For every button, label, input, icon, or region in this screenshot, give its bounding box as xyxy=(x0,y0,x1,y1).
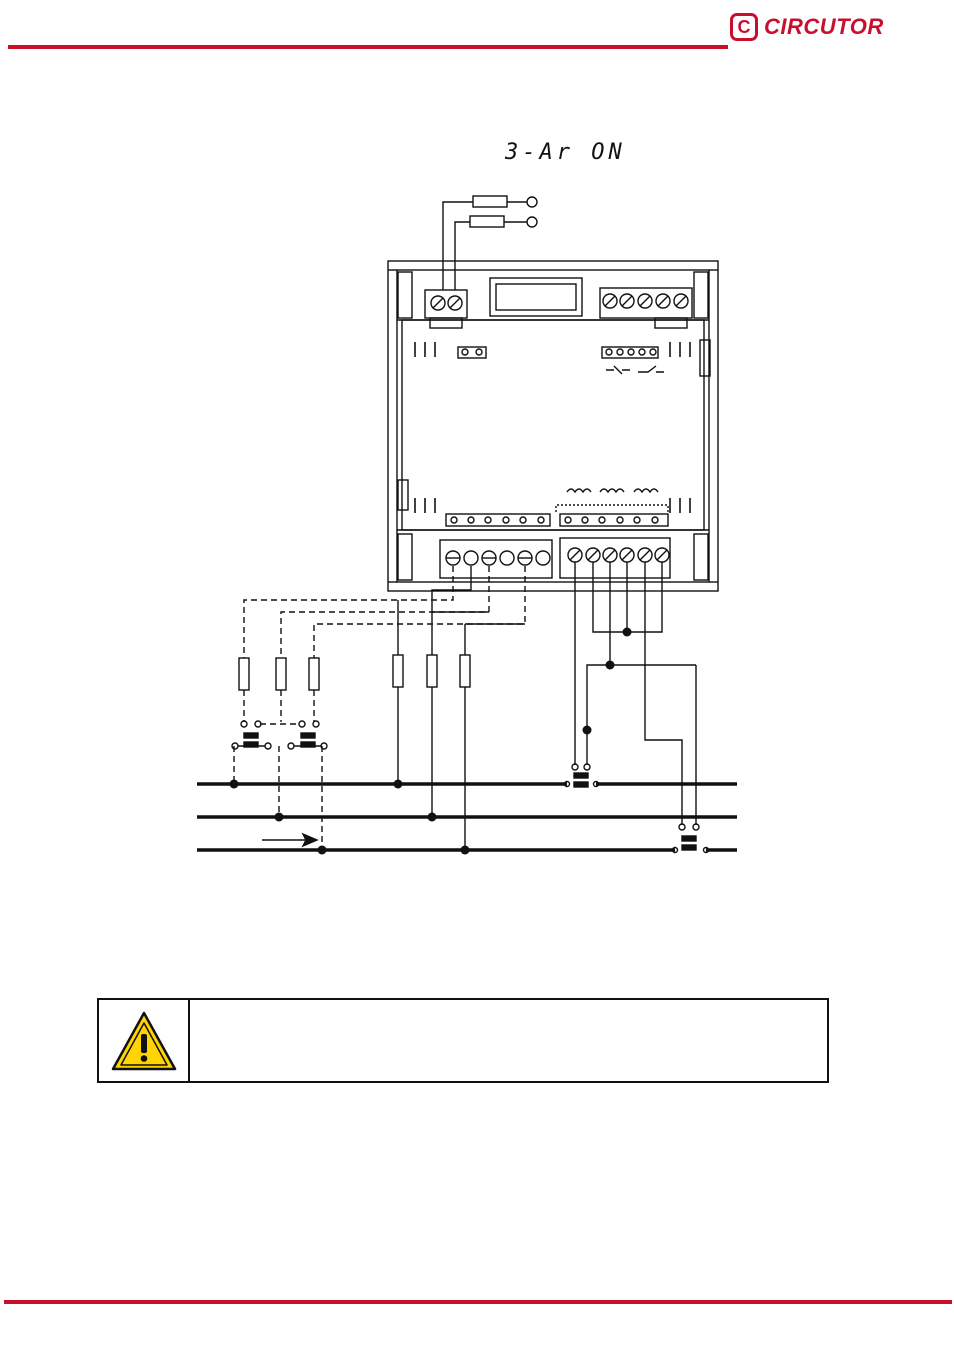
current-terminal-block xyxy=(559,537,671,579)
warning-icon-cell xyxy=(99,1000,190,1081)
vt-fuse-3 xyxy=(308,657,320,691)
warning-box xyxy=(97,998,829,1083)
voltage-transformer-wiring xyxy=(233,566,526,850)
warning-triangle-icon xyxy=(111,1011,176,1070)
current-transformer-2 xyxy=(671,823,710,854)
junction-dots xyxy=(229,627,632,855)
warning-text xyxy=(190,1000,827,1081)
supply-terminal-block xyxy=(424,289,468,329)
voltage-fuse-2 xyxy=(426,654,438,688)
aux-fuse-2 xyxy=(469,215,505,228)
voltage-leads xyxy=(392,566,525,850)
output-terminal-block xyxy=(599,287,693,329)
brand-logo-mark: C xyxy=(730,13,758,41)
voltage-transformers xyxy=(231,720,328,750)
header-rule xyxy=(8,45,728,49)
meter-housing xyxy=(387,260,719,592)
vt-fuse-2 xyxy=(275,657,287,691)
voltage-fuse-3 xyxy=(459,654,471,688)
voltage-fuse-1 xyxy=(392,654,404,688)
power-lines xyxy=(197,782,737,852)
vt-fuse-1 xyxy=(238,657,250,691)
brand-logo-text: CIRCUTOR xyxy=(764,14,884,39)
current-transformer-1 xyxy=(563,763,600,788)
aux-fuse-1 xyxy=(472,195,508,208)
voltage-terminal-block xyxy=(439,539,553,579)
aux-supply-leads xyxy=(442,195,538,290)
connection-mode-label: 3-Ar ON xyxy=(505,140,626,165)
footer-rule xyxy=(4,1300,952,1304)
comms-port xyxy=(489,277,583,317)
brand-logo: C CIRCUTOR xyxy=(730,10,930,44)
